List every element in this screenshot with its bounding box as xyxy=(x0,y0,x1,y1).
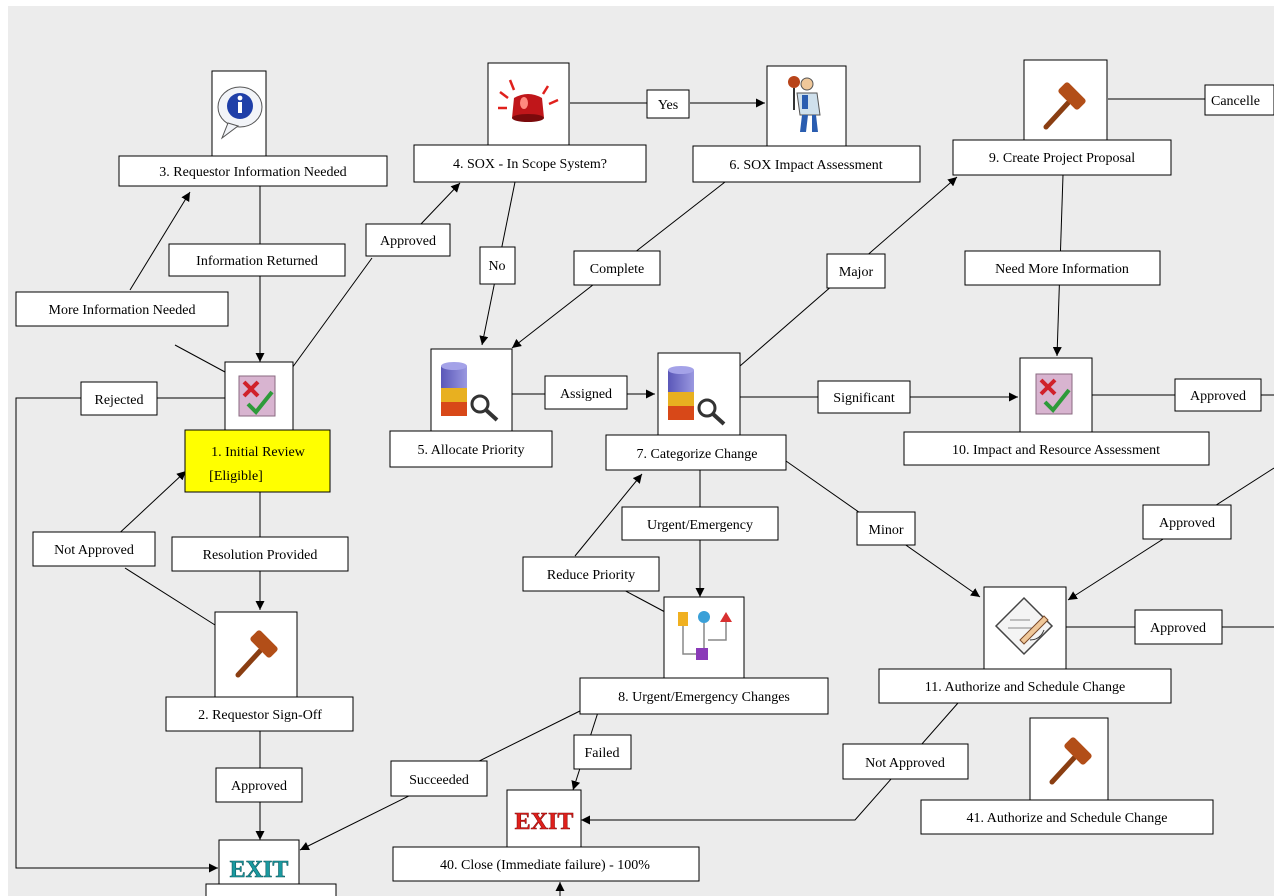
svg-text:Complete: Complete xyxy=(590,262,644,277)
svg-text:Approved: Approved xyxy=(1150,621,1206,636)
transition-label[interactable]: More Information Needed xyxy=(15,291,229,327)
node-label: 7. Categorize Change xyxy=(637,447,758,462)
node-sox-impact-assessment[interactable]: 6. SOX Impact Assessment xyxy=(692,65,921,183)
node-label: 11. Authorize and Schedule Change xyxy=(925,680,1125,695)
svg-text:No: No xyxy=(488,259,505,274)
svg-text:More Information Needed: More Information Needed xyxy=(49,303,196,318)
gavel-icon xyxy=(235,630,278,678)
transition-label[interactable]: Yes xyxy=(646,89,690,119)
svg-text:Cancelle: Cancelle xyxy=(1211,94,1260,109)
node-label: 5. Allocate Priority xyxy=(418,443,525,458)
svg-text:Approved: Approved xyxy=(380,234,436,249)
gavel-icon xyxy=(1043,82,1086,130)
signing-document-icon xyxy=(994,596,1054,656)
node-close-immediate-failure[interactable]: 40. Close (Immediate failure) - 100% EXI… xyxy=(392,789,700,882)
node-requestor-sign-off[interactable]: 2. Requestor Sign-Off xyxy=(165,611,354,732)
node-authorize-schedule-change-41[interactable]: 41. Authorize and Schedule Change xyxy=(920,717,1214,835)
transition-label[interactable]: Need More Information xyxy=(964,250,1161,286)
transition-label[interactable]: Approved xyxy=(365,223,451,257)
svg-text:Rejected: Rejected xyxy=(95,393,144,408)
transition-label[interactable]: Not Approved xyxy=(842,743,969,780)
svg-text:Succeeded: Succeeded xyxy=(409,773,469,788)
node-impact-resource-assessment[interactable]: 10. Impact and Resource Assessment xyxy=(903,357,1210,466)
node-label: 6. SOX Impact Assessment xyxy=(729,158,882,173)
review-check-icon xyxy=(1035,373,1073,415)
node-exit[interactable]: EXIT xyxy=(205,839,337,896)
svg-text:Assigned: Assigned xyxy=(560,387,612,402)
node-initial-review[interactable]: 1. Initial Review [Eligible] xyxy=(184,361,331,493)
node-label: 41. Authorize and Schedule Change xyxy=(966,811,1167,826)
transition-label[interactable]: Approved xyxy=(1134,609,1223,645)
transition-label[interactable]: Assigned xyxy=(544,375,628,410)
transition-label[interactable]: Complete xyxy=(573,250,661,286)
transition-label[interactable]: Reduce Priority xyxy=(522,556,660,592)
svg-text:Approved: Approved xyxy=(231,779,287,794)
transition-label[interactable]: Information Returned xyxy=(168,243,346,277)
transition-label[interactable]: Urgent/Emergency xyxy=(621,506,779,541)
transition-label[interactable]: Major xyxy=(826,253,886,289)
node-label: 40. Close (Immediate failure) - 100% xyxy=(440,858,650,873)
transition-label[interactable]: Resolution Provided xyxy=(171,536,349,572)
svg-text:Need More Information: Need More Information xyxy=(995,262,1129,277)
node-label: 2. Requestor Sign-Off xyxy=(198,708,322,723)
review-check-icon xyxy=(238,375,276,417)
node-sublabel: [Eligible] xyxy=(209,469,263,484)
node-create-project-proposal[interactable]: 9. Create Project Proposal xyxy=(952,59,1172,176)
database-search-icon xyxy=(668,366,726,426)
transition-label[interactable]: No xyxy=(479,246,516,285)
node-label: 1. Initial Review xyxy=(211,445,306,460)
node-authorize-schedule-change[interactable]: 11. Authorize and Schedule Change xyxy=(878,586,1172,704)
svg-text:Not Approved: Not Approved xyxy=(54,543,134,558)
svg-text:Resolution Provided: Resolution Provided xyxy=(203,548,318,563)
transition-label[interactable]: Succeeded xyxy=(390,760,488,797)
transition-label[interactable]: Approved xyxy=(215,767,303,803)
node-urgent-emergency-changes[interactable]: 8. Urgent/Emergency Changes xyxy=(579,596,829,715)
svg-text:Approved: Approved xyxy=(1159,516,1215,531)
transition-label[interactable]: Minor xyxy=(856,511,916,546)
transition-label[interactable]: Rejected xyxy=(80,381,158,416)
exit-sign-icon: EXIT xyxy=(230,857,289,883)
node-label: 9. Create Project Proposal xyxy=(989,151,1135,166)
transition-label[interactable]: Not Approved xyxy=(32,531,156,567)
info-icon xyxy=(217,86,263,140)
transition-label[interactable]: Approved xyxy=(1174,378,1262,412)
node-label: 10. Impact and Resource Assessment xyxy=(952,443,1160,458)
svg-text:Failed: Failed xyxy=(585,746,620,761)
svg-text:Significant: Significant xyxy=(833,391,895,406)
svg-text:Yes: Yes xyxy=(658,98,678,113)
node-categorize-change[interactable]: 7. Categorize Change xyxy=(605,352,787,471)
transition-label[interactable]: Significant xyxy=(817,380,911,414)
node-requestor-information-needed[interactable]: 3. Requestor Information Needed xyxy=(118,70,388,187)
transition-label[interactable]: Failed xyxy=(573,734,632,770)
svg-text:Reduce Priority: Reduce Priority xyxy=(547,568,635,583)
alarm-siren-icon xyxy=(498,79,559,122)
person-presenting-icon xyxy=(788,76,821,132)
node-label: 4. SOX - In Scope System? xyxy=(453,157,607,172)
transition-label[interactable]: Cancelle xyxy=(1204,84,1274,116)
svg-text:Not Approved: Not Approved xyxy=(865,756,945,771)
node-label: 3. Requestor Information Needed xyxy=(159,165,346,180)
node-label: 8. Urgent/Emergency Changes xyxy=(618,690,790,705)
database-search-icon xyxy=(441,362,499,422)
transition-labels: Yes Cancelle Approved Information Return… xyxy=(15,84,1274,803)
svg-text:Information Returned: Information Returned xyxy=(196,254,318,269)
svg-text:Minor: Minor xyxy=(869,523,904,538)
node-sox-in-scope[interactable]: 4. SOX - In Scope System? xyxy=(413,62,647,183)
exit-sign-icon: EXIT xyxy=(515,809,574,835)
svg-text:Approved: Approved xyxy=(1190,389,1246,404)
workflow-shapes-icon xyxy=(678,611,732,660)
transition-label[interactable]: Approved xyxy=(1142,504,1232,540)
node-allocate-priority[interactable]: 5. Allocate Priority xyxy=(389,348,553,468)
svg-text:Major: Major xyxy=(839,265,874,280)
svg-text:Urgent/Emergency: Urgent/Emergency xyxy=(647,518,753,533)
gavel-icon xyxy=(1049,737,1092,785)
